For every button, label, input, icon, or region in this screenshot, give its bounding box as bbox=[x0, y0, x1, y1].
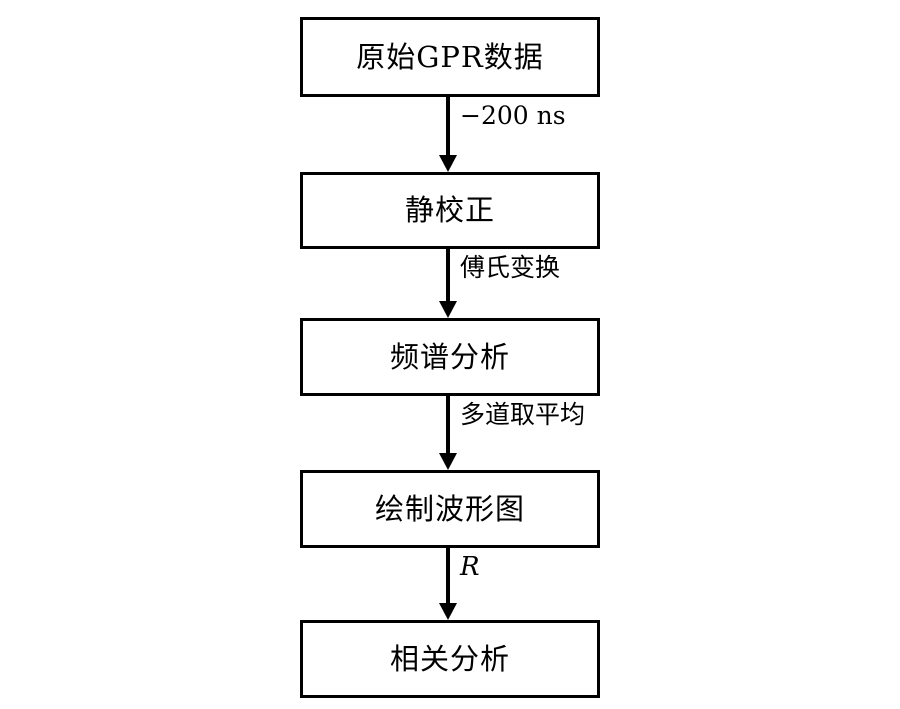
node-label: 相关分析 bbox=[389, 641, 510, 676]
node-label: 绘制波形图 bbox=[374, 491, 525, 526]
node-static-correction[interactable]: 静校正 bbox=[300, 172, 600, 249]
arrow-stem bbox=[446, 97, 450, 155]
arrow-head-icon bbox=[439, 603, 457, 620]
arrow-head-icon bbox=[439, 301, 457, 318]
node-label: 静校正 bbox=[404, 193, 495, 227]
connector-label: 傅氏变换 bbox=[460, 253, 561, 282]
connector-label: 多道取平均 bbox=[460, 400, 586, 429]
arrow-stem bbox=[446, 249, 450, 301]
node-label: 原始GPR数据 bbox=[356, 39, 544, 74]
connector-label: R bbox=[460, 552, 480, 582]
arrow-stem bbox=[446, 548, 450, 603]
arrow-head-icon bbox=[439, 453, 457, 470]
connector-label: −200 ns bbox=[460, 101, 566, 130]
node-correlation-analysis[interactable]: 相关分析 bbox=[300, 620, 600, 698]
arrow-head-icon bbox=[439, 155, 457, 172]
connector-static-correction-to-spectrum-analysis: 傅氏变换 bbox=[439, 249, 560, 318]
connector-plot-waveform-to-correlation-analysis: R bbox=[439, 548, 480, 620]
connector-raw-gpr-data-to-static-correction: −200 ns bbox=[439, 97, 566, 172]
connector-spectrum-analysis-to-plot-waveform: 多道取平均 bbox=[439, 396, 585, 470]
node-label: 频谱分析 bbox=[389, 339, 510, 374]
arrow-stem bbox=[446, 396, 450, 453]
node-spectrum-analysis[interactable]: 频谱分析 bbox=[300, 318, 600, 396]
node-raw-gpr-data[interactable]: 原始GPR数据 bbox=[300, 17, 600, 97]
node-plot-waveform[interactable]: 绘制波形图 bbox=[300, 470, 600, 548]
